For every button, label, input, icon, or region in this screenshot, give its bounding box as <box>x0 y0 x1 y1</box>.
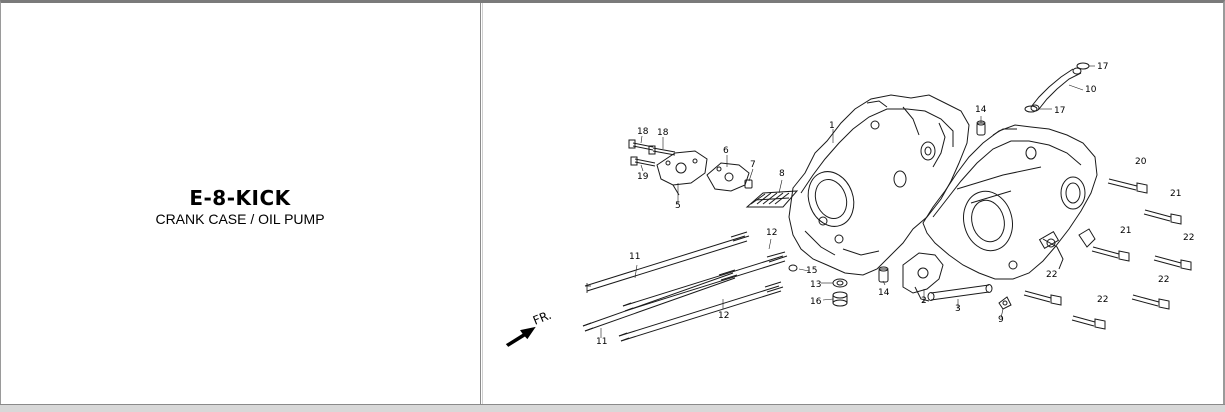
dowel-pin-14-upper <box>976 120 986 136</box>
bolt-22-center <box>1023 290 1062 306</box>
bolt-20 <box>1107 178 1148 194</box>
callout-22-bottom: 22 <box>1097 295 1108 305</box>
callout-12-upper: 12 <box>766 228 777 238</box>
model-code: E-8-KICK <box>189 186 291 210</box>
callout-15: 15 <box>806 266 817 276</box>
breather-hose-10 <box>1030 67 1082 112</box>
oil-pump-5 <box>656 150 708 196</box>
title-panel: E-8-KICK CRANK CASE / OIL PUMP <box>1 3 479 404</box>
stud-bolt-12-upper <box>622 251 788 312</box>
pin-7 <box>744 179 753 189</box>
callout-22-center: 22 <box>1046 270 1057 280</box>
callout-11-lower: 11 <box>596 337 607 347</box>
bolt-21-upper <box>1143 209 1182 225</box>
stud-bolt-12-lower <box>618 281 784 342</box>
callout-22-right-upper: 22 <box>1183 233 1194 243</box>
callout-18-right: 18 <box>657 128 669 138</box>
bottom-rule <box>0 404 1225 412</box>
callout-17-lower: 17 <box>1054 106 1065 116</box>
drain-bolt-16 <box>832 291 848 307</box>
callout-2: 2 <box>921 296 927 306</box>
bolt-21-lower <box>1091 246 1130 262</box>
callout-11-upper: 11 <box>629 252 640 262</box>
bolt-22-right-upper <box>1153 255 1192 271</box>
callout-numbers: 1 2 3 5 6 7 8 9 10 11 11 12 12 13 14 14 … <box>596 62 1194 347</box>
callout-22-right-lower: 22 <box>1158 275 1169 285</box>
callout-17-upper: 17 <box>1097 62 1108 72</box>
panel-divider <box>480 3 481 404</box>
callout-14-lower: 14 <box>878 288 890 298</box>
leader-lines <box>600 65 1095 338</box>
callout-3: 3 <box>955 304 961 314</box>
oil-strainer-8 <box>745 190 799 208</box>
callout-9: 9 <box>998 315 1004 325</box>
callout-5: 5 <box>675 201 681 211</box>
bolt-18-right <box>648 145 676 156</box>
callout-19: 19 <box>637 172 649 182</box>
oil-pump-cover-6 <box>706 162 750 192</box>
callout-20: 20 <box>1135 157 1147 167</box>
panel-divider-shadow <box>482 3 483 404</box>
stud-bolt-11-upper <box>584 231 750 293</box>
callout-14-upper: 14 <box>975 105 987 115</box>
callout-21-upper: 21 <box>1170 189 1181 199</box>
exploded-view-drawing: FR. 1 2 3 5 6 7 8 9 10 11 11 12 12 13 14… <box>505 62 1194 347</box>
hose-clamp-17-lower <box>1024 105 1038 113</box>
title-block: E-8-KICK CRANK CASE / OIL PUMP <box>1 186 479 228</box>
shaft-part-3 <box>927 284 993 301</box>
callout-13: 13 <box>810 280 821 290</box>
crankcase-left <box>788 94 970 276</box>
stud-bolt-11-lower <box>582 269 738 332</box>
bolt-22-right-lower <box>1131 294 1170 310</box>
callout-1: 1 <box>829 121 835 131</box>
callout-21-lower: 21 <box>1120 226 1131 236</box>
direction-label: FR. <box>531 308 554 328</box>
parts-diagram: FR. 1 2 3 5 6 7 8 9 10 11 11 12 12 13 14… <box>483 3 1222 404</box>
callout-16: 16 <box>810 297 822 307</box>
bracket-part-2 <box>902 252 944 302</box>
callout-12-lower: 12 <box>718 311 729 321</box>
hose-clamp-17-upper <box>1076 62 1090 70</box>
callout-8: 8 <box>779 169 785 179</box>
bolt-22-bottom <box>1071 315 1106 330</box>
callout-7: 7 <box>750 160 756 170</box>
o-ring-15 <box>788 264 798 272</box>
front-direction-arrow: FR. <box>505 308 554 347</box>
callout-6: 6 <box>723 146 729 156</box>
dowel-pin-14-lower <box>878 266 889 283</box>
section-title: CRANK CASE / OIL PUMP <box>155 211 325 227</box>
crankcase-right <box>922 124 1098 280</box>
bolt-19 <box>630 156 656 167</box>
callout-18-left: 18 <box>637 127 649 137</box>
callout-10: 10 <box>1085 85 1097 95</box>
washer-13 <box>832 278 848 288</box>
clip-9 <box>998 296 1012 310</box>
